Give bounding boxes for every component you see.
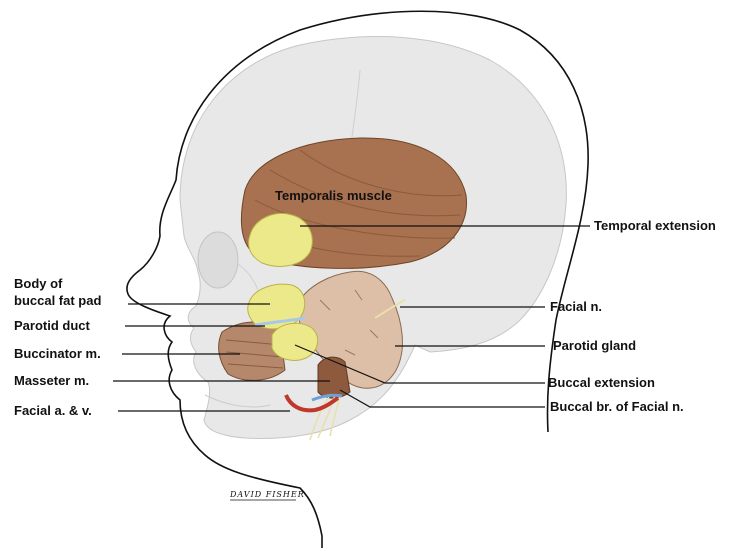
label-body-line1: Body of (14, 276, 63, 291)
artist-signature: DAVID FISHER (229, 490, 305, 499)
label-temporalis-muscle: Temporalis muscle (275, 188, 392, 203)
label-parotid-gland: Parotid gland (553, 338, 636, 353)
label-masseter: Masseter m. (14, 373, 89, 388)
temporal-extension-fat (249, 214, 313, 267)
label-facial-n: Facial n. (550, 299, 602, 314)
buccal-extension-fat (272, 323, 318, 360)
label-buccal-br: Buccal br. of Facial n. (550, 399, 684, 414)
label-buccinator: Buccinator m. (14, 346, 101, 361)
label-body-line2: buccal fat pad (14, 293, 101, 308)
label-temporal-extension: Temporal extension (594, 218, 716, 233)
masseter-muscle (318, 357, 350, 398)
label-parotid-duct: Parotid duct (14, 318, 91, 333)
label-facial-av: Facial a. & v. (14, 403, 92, 418)
label-buccal-extension: Buccal extension (548, 375, 655, 390)
